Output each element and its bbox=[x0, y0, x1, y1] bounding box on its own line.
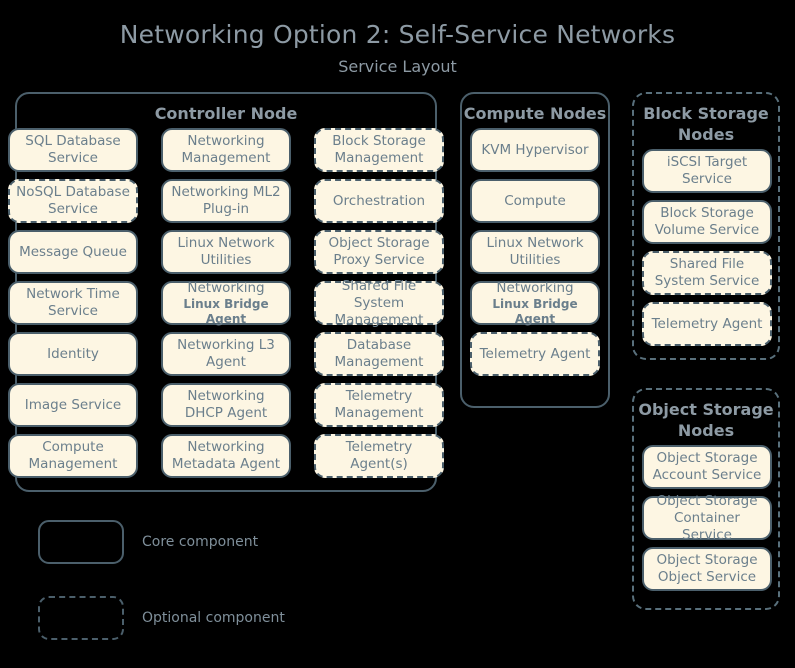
component-box[interactable]: Shared File System Service bbox=[642, 251, 772, 295]
component-label: Object Storage Proxy Service bbox=[328, 235, 430, 268]
component-label: Message Queue bbox=[19, 243, 127, 260]
component-label: Shared File System Management bbox=[334, 277, 424, 328]
diagram-header: Networking Option 2: Self-Service Networ… bbox=[0, 20, 795, 78]
component-box[interactable]: Object Storage Container Service bbox=[642, 493, 772, 543]
component-label: Network Time Service bbox=[26, 286, 120, 319]
component-label: Object Storage Object Service bbox=[656, 552, 758, 585]
legend-row-optional: Optional component bbox=[38, 592, 378, 644]
object-storage-nodes-group: Object Storage Nodes Object Storage Acco… bbox=[632, 388, 780, 610]
legend-swatch-core bbox=[38, 520, 124, 564]
block-storage-nodes-title: Block Storage Nodes bbox=[643, 104, 769, 144]
component-box[interactable]: Image Service bbox=[8, 383, 138, 427]
component-box[interactable]: Telemetry Agent bbox=[470, 332, 600, 376]
component-box[interactable]: Block Storage Management bbox=[314, 128, 444, 172]
legend-label-core: Core component bbox=[142, 534, 259, 550]
component-sublabel: Linux Bridge Agent bbox=[183, 296, 269, 326]
controller-node-title: Controller Node bbox=[154, 104, 298, 123]
component-box[interactable]: SQL Database Service bbox=[8, 128, 138, 172]
component-label: Block Storage Management bbox=[332, 133, 426, 166]
component-box[interactable]: Linux Network Utilities bbox=[161, 230, 291, 274]
component-label: Telemetry Agent bbox=[651, 315, 763, 332]
component-box[interactable]: Shared File System Management bbox=[314, 278, 444, 328]
component-sublabel: Linux Bridge Agent bbox=[492, 296, 578, 326]
component-box[interactable]: Database Management bbox=[314, 332, 444, 376]
component-label: Linux Network Utilities bbox=[177, 235, 275, 268]
component-box[interactable]: Compute bbox=[470, 179, 600, 223]
component-label: Orchestration bbox=[332, 192, 426, 209]
component-label: Shared File System Service bbox=[654, 256, 760, 289]
component-label: Compute Management bbox=[28, 439, 118, 472]
component-label: NoSQL Database Service bbox=[16, 184, 130, 217]
component-label: Networking Management bbox=[181, 133, 271, 166]
component-box[interactable]: Networking ML2 Plug-in bbox=[161, 179, 291, 223]
legend-swatch-optional bbox=[38, 596, 124, 640]
component-label: Database Management bbox=[334, 337, 424, 370]
component-label: iSCSI Target Service bbox=[666, 154, 748, 187]
component-label: Image Service bbox=[24, 396, 122, 413]
component-label: SQL Database Service bbox=[25, 133, 121, 166]
component-box[interactable]: Object Storage Object Service bbox=[642, 547, 772, 591]
component-box[interactable]: Object Storage Proxy Service bbox=[314, 230, 444, 274]
component-box[interactable]: Network Time Service bbox=[8, 281, 138, 325]
component-box[interactable]: KVM Hypervisor bbox=[470, 128, 600, 172]
component-box[interactable]: iSCSI Target Service bbox=[642, 149, 772, 193]
component-label: Networking bbox=[496, 279, 574, 296]
legend-row-core: Core component bbox=[38, 516, 378, 568]
component-label: Telemetry Agent bbox=[479, 345, 591, 362]
component-label: Networking DHCP Agent bbox=[184, 388, 268, 421]
component-box[interactable]: Block Storage Volume Service bbox=[642, 200, 772, 244]
component-label: Networking ML2 Plug-in bbox=[171, 184, 281, 217]
component-label: Linux Network Utilities bbox=[486, 235, 584, 268]
component-label: Telemetry Management bbox=[334, 388, 424, 421]
component-label: Block Storage Volume Service bbox=[654, 205, 760, 238]
component-box[interactable]: Compute Management bbox=[8, 434, 138, 478]
component-box[interactable]: Telemetry Agent bbox=[642, 302, 772, 346]
component-label: Compute bbox=[504, 192, 566, 209]
component-label: Networking bbox=[187, 279, 265, 296]
component-label: Networking L3 Agent bbox=[177, 337, 275, 370]
component-box[interactable]: Networking Management bbox=[161, 128, 291, 172]
component-box[interactable]: Telemetry Management bbox=[314, 383, 444, 427]
page-title: Networking Option 2: Self-Service Networ… bbox=[119, 20, 676, 49]
block-storage-nodes-group: Block Storage Nodes iSCSI Target Service… bbox=[632, 92, 780, 360]
component-box[interactable]: Linux Network Utilities bbox=[470, 230, 600, 274]
component-label: Object Storage Container Service bbox=[656, 492, 758, 543]
object-storage-nodes-title: Object Storage Nodes bbox=[638, 400, 774, 440]
component-box[interactable]: Networking DHCP Agent bbox=[161, 383, 291, 427]
component-box[interactable]: Object Storage Account Service bbox=[642, 445, 772, 489]
page-subtitle: Service Layout bbox=[338, 57, 457, 76]
component-label: Networking Metadata Agent bbox=[171, 439, 281, 472]
component-box[interactable]: Telemetry Agent(s) bbox=[314, 434, 444, 478]
component-label: Identity bbox=[47, 345, 99, 362]
component-box[interactable]: Orchestration bbox=[314, 179, 444, 223]
component-box[interactable]: Message Queue bbox=[8, 230, 138, 274]
component-label: Object Storage Account Service bbox=[652, 450, 762, 483]
component-box[interactable]: NoSQL Database Service bbox=[8, 179, 138, 223]
component-box[interactable]: Identity bbox=[8, 332, 138, 376]
legend: Core component Optional component bbox=[38, 516, 378, 668]
component-box[interactable]: Networking Metadata Agent bbox=[161, 434, 291, 478]
component-label: Telemetry Agent(s) bbox=[345, 439, 413, 472]
component-box[interactable]: Networking L3 Agent bbox=[161, 332, 291, 376]
component-label: KVM Hypervisor bbox=[481, 141, 589, 158]
legend-label-optional: Optional component bbox=[142, 610, 285, 626]
compute-nodes-title: Compute Nodes bbox=[463, 104, 607, 123]
